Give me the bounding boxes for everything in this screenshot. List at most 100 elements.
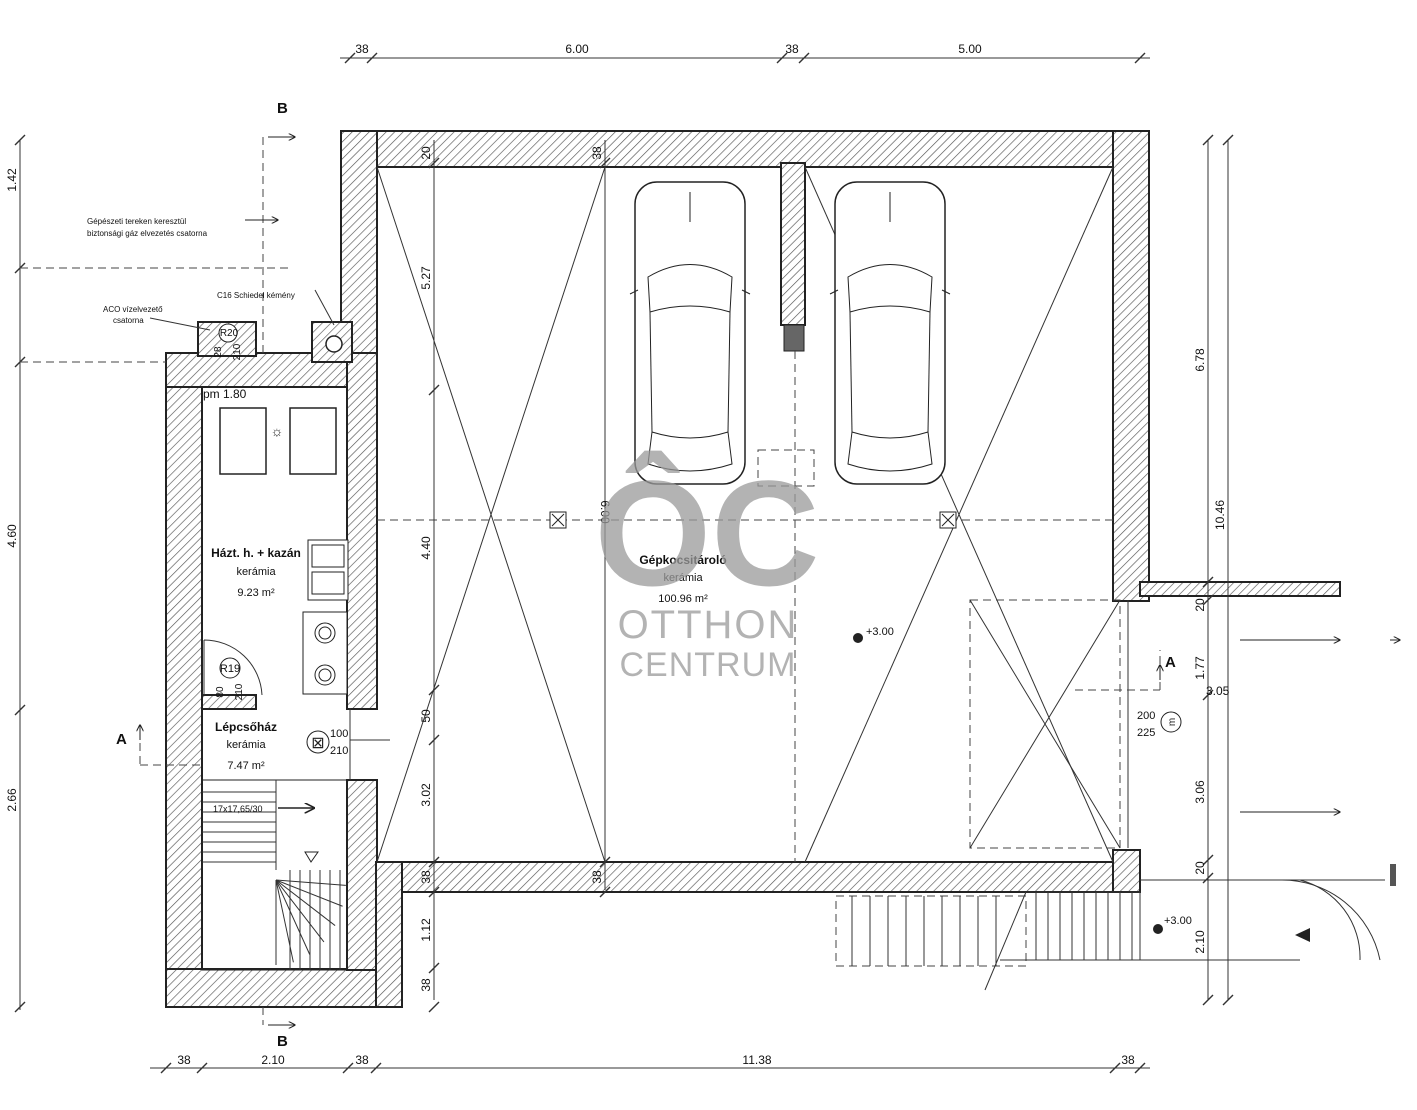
- level-marker-icon: [1153, 924, 1163, 934]
- wall-utility-stair: [201, 694, 257, 710]
- wall-garage-top: [340, 130, 1150, 168]
- wall-utility-right: [346, 352, 378, 710]
- watermark-mark: ÔC: [595, 449, 820, 617]
- watermark: ÔC OTTHON CENTRUM: [595, 449, 820, 684]
- dim-left-2: 2.66: [5, 788, 19, 812]
- dim-bottom-1: 2.10: [261, 1053, 285, 1067]
- door-garage-w: 200: [1137, 710, 1155, 722]
- dim-int-3: 50: [419, 709, 433, 723]
- sink: [307, 539, 349, 601]
- note-gas-1: biztonsági gáz elvezetés csatorna: [87, 229, 208, 238]
- note-gas-0: Gépészeti tereken keresztül: [87, 217, 186, 226]
- wall-garage-right-ext: [1139, 581, 1341, 597]
- door-r20-code: R20: [220, 328, 239, 339]
- section-b-top: B: [277, 100, 288, 117]
- door-garage-h: 225: [1137, 727, 1155, 739]
- section-b-bottom: B: [277, 1033, 288, 1050]
- stair-room: ⊠: [201, 708, 390, 971]
- svg-text:m: m: [1167, 718, 1178, 726]
- stair-area: 7.47 m²: [227, 760, 265, 772]
- door-r19-h: 210: [234, 683, 245, 700]
- dimension-lines: [14, 52, 1234, 1074]
- car-left: [629, 181, 751, 485]
- utility-floor: kerámia: [236, 566, 276, 578]
- wall-stair-bottom: [375, 861, 403, 1008]
- dim-int2-0: 38: [590, 146, 604, 160]
- dim-top-1: 6.00: [565, 42, 589, 56]
- utility-name: Házt. h. + kazán: [211, 546, 301, 560]
- dim-right-inner-2: 1.77: [1193, 656, 1207, 680]
- garage-level: +3.00: [866, 626, 894, 638]
- wall-partition-column: [783, 324, 805, 352]
- wall-partition: [780, 162, 806, 326]
- garage-interior: [376, 166, 1161, 863]
- note-aco-1: csatorna: [113, 316, 144, 325]
- boiler-right: [289, 407, 337, 475]
- outside-level: +3.00: [1164, 915, 1192, 927]
- chimney-flue-icon: [325, 335, 343, 353]
- wall-left-bottom: [165, 968, 381, 1008]
- dim-int-1: 5.27: [419, 266, 433, 290]
- dim-int-2: 4.40: [419, 536, 433, 560]
- dim-bottom-0: 38: [177, 1053, 191, 1067]
- garage-floor: kerámia: [663, 572, 703, 584]
- dim-top-0: 38: [355, 42, 369, 56]
- dim-int-7: 38: [419, 978, 433, 992]
- utility-area: 9.23 m²: [237, 587, 275, 599]
- wall-garage-right: [1112, 130, 1150, 602]
- walls: [165, 130, 1341, 1008]
- wall-garage-bottom-right: [1112, 849, 1141, 893]
- garage-area: 100.96 m²: [658, 593, 708, 605]
- utility-room: ☼: [203, 407, 349, 696]
- section-a-right: A: [1165, 654, 1176, 671]
- car-right: [829, 181, 951, 485]
- door-r19-w: 80: [215, 686, 226, 698]
- notes: Gépészeti tereken keresztül biztonsági g…: [87, 217, 295, 325]
- level-marker-icon: [853, 633, 863, 643]
- dim-int-6: 1.12: [419, 918, 433, 942]
- room-labels: pm 1.80 Házt. h. + kazán kerámia 9.23 m²…: [203, 387, 1192, 934]
- fire-door-icon: ⊠: [311, 735, 324, 752]
- watermark-line1: OTTHON: [618, 603, 799, 647]
- garage-door-icon: [1160, 711, 1182, 733]
- dim-left-1: 4.60: [5, 524, 19, 548]
- dim-right-level: 3.05: [1206, 684, 1230, 698]
- boiler-left: [219, 407, 267, 475]
- stair-spec: 17x17,65/30: [213, 804, 263, 814]
- door-r20-w: 28: [213, 346, 224, 358]
- washer: [302, 611, 348, 695]
- door-fire-h: 210: [330, 745, 348, 757]
- utility-pm: pm 1.80: [203, 387, 247, 401]
- outside: [835, 640, 1400, 991]
- dim-bottom-4: 38: [1121, 1053, 1135, 1067]
- door-labels: R20 28 210 R19 80 210 100 210 200 225 m: [213, 323, 1182, 757]
- dim-int2-1: 38: [590, 870, 604, 884]
- dim-top-3: 5.00: [958, 42, 982, 56]
- door-r20-h: 210: [232, 343, 243, 360]
- dim-right-outer: 10.46: [1213, 500, 1227, 530]
- watermark-line2: CENTRUM: [620, 646, 797, 684]
- dim-bottom-2: 38: [355, 1053, 369, 1067]
- wall-left-outer: [165, 352, 203, 1008]
- note-aco-0: ACO vízelvezető: [103, 305, 163, 314]
- dim-right-inner-3: 3.06: [1193, 780, 1207, 804]
- stair-floor: kerámia: [226, 739, 266, 751]
- dim-center: 6.00: [598, 500, 612, 524]
- dim-left-0: 1.42: [5, 168, 19, 192]
- door-fire-w: 100: [330, 728, 348, 740]
- door-r19-code: R19: [220, 663, 240, 675]
- note-chimney: C16 Schiedel kémény: [217, 291, 295, 300]
- wall-stair-right: [346, 779, 378, 971]
- wall-garage-bottom: [375, 861, 1139, 893]
- dim-bottom-3: 11.38: [742, 1053, 771, 1067]
- dim-int-4: 3.02: [419, 783, 433, 807]
- garage-name: Gépkocsitároló: [639, 553, 726, 567]
- lamp-icon: ☼: [271, 423, 284, 439]
- dimension-texts: 38 6.00 38 5.00 38 2.10 38 11.38 38 1.42…: [5, 42, 1230, 1067]
- section-a-left: A: [116, 731, 127, 748]
- dim-right-inner-5: 2.10: [1193, 930, 1207, 954]
- dim-right-inner-0: 6.78: [1193, 348, 1207, 372]
- stair-name: Lépcsőház: [215, 720, 277, 734]
- dim-int-5: 38: [419, 870, 433, 884]
